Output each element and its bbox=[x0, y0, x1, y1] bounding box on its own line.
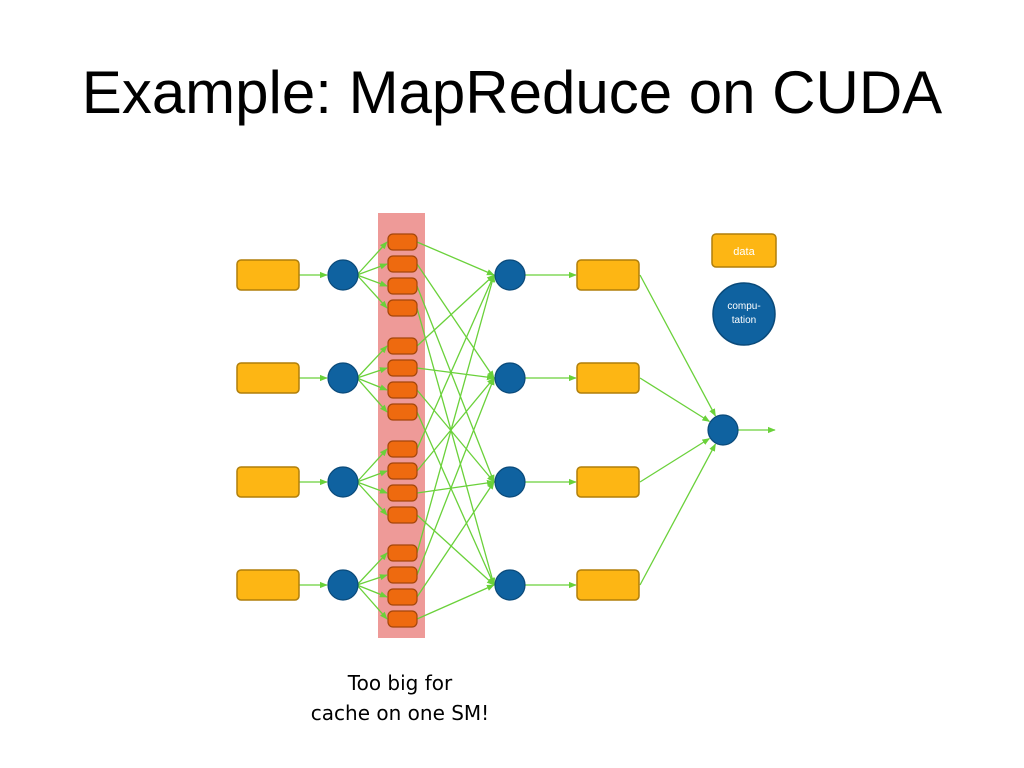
intermediate-data-item bbox=[387, 233, 418, 251]
intermediate-data-item bbox=[387, 484, 418, 502]
arrow bbox=[356, 481, 388, 494]
legend-data-box bbox=[711, 233, 777, 268]
arrow bbox=[356, 377, 388, 413]
intermediate-data-item bbox=[387, 610, 418, 628]
intermediate-data-item bbox=[387, 277, 418, 295]
arrow bbox=[356, 263, 388, 276]
arrow bbox=[639, 437, 711, 483]
arrow bbox=[356, 552, 388, 586]
intermediate-data-item bbox=[387, 337, 418, 355]
input-data-box bbox=[236, 259, 300, 291]
arrow bbox=[416, 479, 495, 494]
input-data-box bbox=[236, 362, 300, 394]
reduce-computation-node bbox=[494, 569, 526, 601]
arrow bbox=[416, 307, 496, 586]
input-data-box bbox=[236, 466, 300, 498]
arrow bbox=[416, 274, 496, 554]
output-data-box bbox=[576, 362, 640, 394]
legend-computation-node bbox=[712, 282, 776, 346]
arrow bbox=[416, 377, 495, 576]
arrow bbox=[416, 274, 495, 347]
caption-line-1: Too big for bbox=[347, 671, 453, 695]
intermediate-data-item bbox=[387, 506, 418, 524]
arrow bbox=[416, 514, 495, 586]
arrow bbox=[416, 411, 495, 586]
arrow bbox=[356, 470, 388, 483]
arrow bbox=[416, 241, 495, 276]
final-computation-node bbox=[707, 414, 739, 446]
intermediate-data-item bbox=[387, 381, 418, 399]
legend-computation-label-line2: tation bbox=[732, 315, 756, 326]
reduce-computation-node bbox=[494, 362, 526, 394]
intermediate-data-item bbox=[387, 359, 418, 377]
arrow bbox=[356, 574, 388, 586]
arrow bbox=[639, 377, 711, 423]
intermediate-data-item bbox=[387, 462, 418, 480]
map-computation-node bbox=[327, 362, 359, 394]
legend-data-label: data bbox=[733, 246, 755, 258]
slide-title: Example: MapReduce on CUDA bbox=[81, 59, 943, 126]
arrow-layer bbox=[299, 241, 776, 620]
node-layer bbox=[236, 233, 739, 628]
reduce-computation-node bbox=[494, 466, 526, 498]
intermediate-data-item bbox=[387, 544, 418, 562]
map-computation-node bbox=[327, 569, 359, 601]
legend-computation-label-line1: compu- bbox=[727, 301, 760, 312]
arrow bbox=[356, 345, 388, 379]
intermediate-data-item bbox=[387, 588, 418, 606]
intermediate-data-item bbox=[387, 440, 418, 458]
arrow bbox=[639, 274, 717, 417]
map-computation-node bbox=[327, 259, 359, 291]
reduce-computation-node bbox=[494, 259, 526, 291]
intermediate-data-item bbox=[387, 566, 418, 584]
arrow bbox=[416, 263, 495, 379]
intermediate-data-item bbox=[387, 255, 418, 273]
caption-line-2: cache on one SM! bbox=[310, 701, 490, 725]
arrow bbox=[639, 443, 717, 586]
arrow bbox=[416, 285, 495, 483]
arrow bbox=[356, 448, 388, 483]
arrow bbox=[416, 274, 495, 450]
input-data-box bbox=[236, 569, 300, 601]
arrow bbox=[416, 584, 495, 620]
arrow bbox=[356, 274, 388, 287]
arrow bbox=[416, 481, 495, 598]
output-data-box bbox=[576, 466, 640, 498]
arrow bbox=[356, 584, 388, 620]
intermediate-data-item bbox=[387, 299, 418, 317]
arrow bbox=[356, 241, 388, 276]
arrow bbox=[416, 389, 495, 483]
arrow bbox=[356, 481, 388, 516]
caption: Too big for cache on one SM! bbox=[250, 668, 550, 728]
arrow bbox=[356, 274, 388, 309]
arrow bbox=[356, 367, 388, 379]
output-data-box bbox=[576, 569, 640, 601]
legend: data compu- tation bbox=[711, 233, 777, 346]
map-computation-node bbox=[327, 466, 359, 498]
intermediate-data-item bbox=[387, 403, 418, 421]
arrow bbox=[356, 584, 388, 598]
output-data-box bbox=[576, 259, 640, 291]
arrow bbox=[416, 367, 495, 381]
arrow bbox=[416, 377, 495, 472]
arrow bbox=[356, 377, 388, 391]
